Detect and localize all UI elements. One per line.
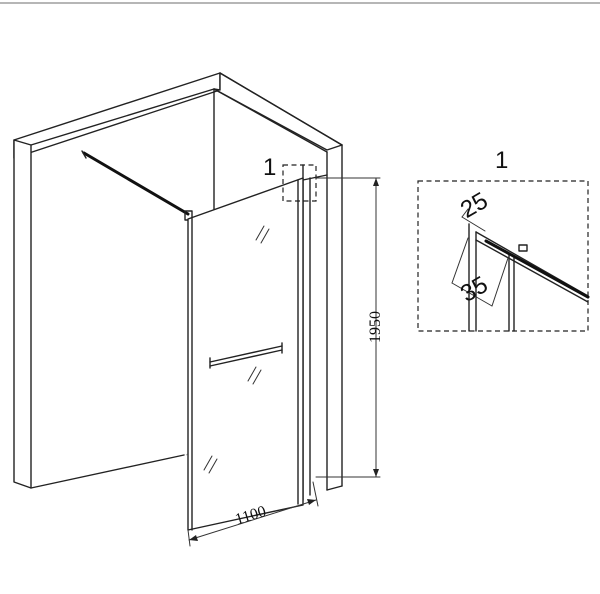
callout-box-detail [417, 180, 589, 332]
wall-profile-top [302, 174, 328, 181]
dimension-height: 1950 [367, 311, 384, 343]
detail-dim-25-ext [461, 208, 469, 218]
callout-box-main [282, 164, 317, 202]
detail-dim-35-line [451, 282, 493, 307]
back-wall-side-edge [13, 139, 32, 489]
back-wall-inner-top [30, 88, 215, 146]
detail-dim-35-ext1 [451, 237, 469, 284]
side-wall-top-outer [219, 72, 343, 146]
detail-dim-35-ext2 [491, 257, 509, 307]
glass-reflections [203, 225, 270, 474]
detail-glass-bottom [475, 239, 589, 303]
back-wall [13, 72, 221, 489]
side-wall-bottom [326, 485, 343, 491]
side-wall-top [213, 72, 343, 151]
back-wall-bottom [30, 454, 185, 489]
glass-panel [187, 177, 304, 531]
main-view: 1 1950 1100 [13, 72, 384, 547]
callout-label-detail: 1 [495, 147, 508, 174]
side-wall-top-inner [213, 88, 328, 153]
detail-clamp [518, 244, 528, 252]
back-wall-top-edge [13, 72, 221, 159]
support-arm-end [81, 150, 87, 159]
towel-bar [209, 342, 283, 369]
detail-dim-25-line [461, 216, 486, 232]
support-arm [81, 150, 193, 221]
dimension-detail-top: 25 [456, 187, 493, 224]
support-arm-bar [82, 151, 190, 216]
detail-glass-edge [484, 239, 590, 299]
callout-label-main: 1 [263, 154, 276, 181]
height-dimension: 1950 [315, 177, 384, 478]
dimension-detail-side: 35 [456, 271, 493, 308]
detail-view: 1 25 35 [417, 147, 590, 332]
